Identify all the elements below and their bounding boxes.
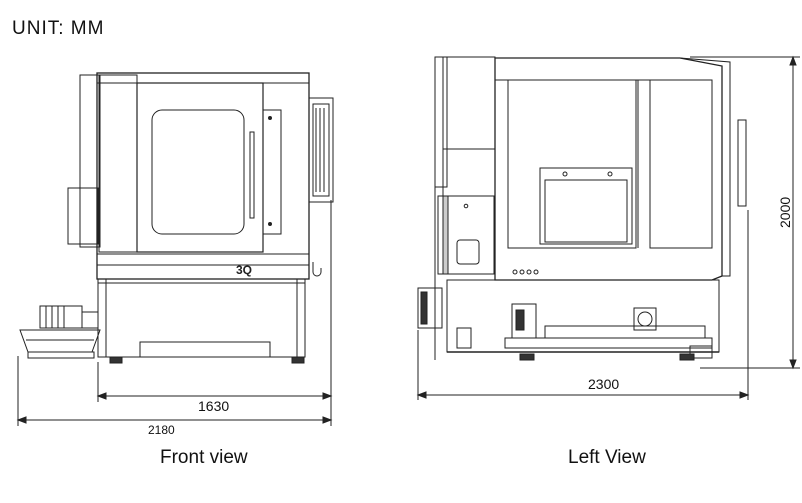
dim-label-2000: 2000 (777, 197, 793, 228)
coolant-tank (19, 329, 101, 353)
screw (268, 222, 272, 226)
control-box (437, 195, 495, 275)
rear-upper-box (442, 56, 496, 150)
screw (463, 203, 469, 209)
indicator-light (519, 269, 525, 275)
stand-leg-left (97, 278, 107, 358)
front-view-drawing: 3Q (19, 72, 334, 364)
side-module-inner (312, 103, 330, 197)
stand-leg-right (296, 278, 306, 358)
left-dimensions: 2300 2000 (416, 55, 800, 400)
side-handle (737, 119, 747, 207)
left-main-body (494, 57, 723, 281)
rear-column (79, 74, 101, 248)
door-window (151, 109, 245, 235)
dim-arrows (416, 391, 750, 399)
conveyor-fitting (633, 307, 657, 331)
vent-strip (442, 195, 449, 275)
left-view-drawing (417, 56, 747, 361)
indicator-light (533, 269, 539, 275)
conveyor-end (689, 345, 713, 359)
dim-label-1630: 1630 (198, 398, 229, 414)
unit-label: UNIT: MM (12, 18, 105, 39)
brand-logo: 3Q (236, 263, 252, 277)
foot (109, 356, 123, 364)
indicator-light (512, 269, 518, 275)
control-screen (456, 239, 480, 265)
tank-base (27, 351, 95, 359)
front-main-body (96, 72, 310, 280)
screw (562, 171, 568, 177)
stand-base (106, 341, 297, 358)
dim-label-2180: 2180 (148, 423, 175, 437)
right-panel (262, 109, 282, 235)
machine-base (446, 279, 720, 353)
dim-arrows (16, 416, 333, 424)
conveyor-tray (504, 337, 713, 349)
door-panel-left (507, 79, 637, 249)
side-box (67, 187, 99, 245)
inner-window (539, 167, 633, 245)
conveyor-body (544, 325, 706, 339)
dim-arrows (96, 392, 333, 400)
dim-label-2300: 2300 (588, 376, 619, 392)
foot (679, 353, 695, 361)
door-handle (249, 131, 255, 219)
screw (607, 171, 613, 177)
right-cover (679, 57, 731, 277)
dim-arrows (789, 55, 797, 370)
pump-unit (417, 287, 443, 329)
rear-column (434, 56, 448, 188)
indicator-light (526, 269, 532, 275)
foot (519, 353, 535, 361)
left-panel (98, 74, 138, 253)
inner-window-glass (544, 179, 628, 243)
front-view-caption: Front view (160, 447, 248, 468)
conveyor-detail (515, 309, 525, 331)
door-panel-right (649, 79, 713, 249)
front-dimensions: 1630 2180 (16, 200, 333, 437)
foot (291, 356, 305, 364)
side-module (308, 97, 334, 203)
screw (268, 116, 272, 120)
fitting-ring (637, 311, 653, 327)
base-panel (456, 327, 472, 349)
side-hook (312, 262, 322, 277)
motor-coupling (81, 311, 99, 329)
pump-detail (420, 291, 428, 325)
left-view-caption: Left View (568, 447, 646, 468)
